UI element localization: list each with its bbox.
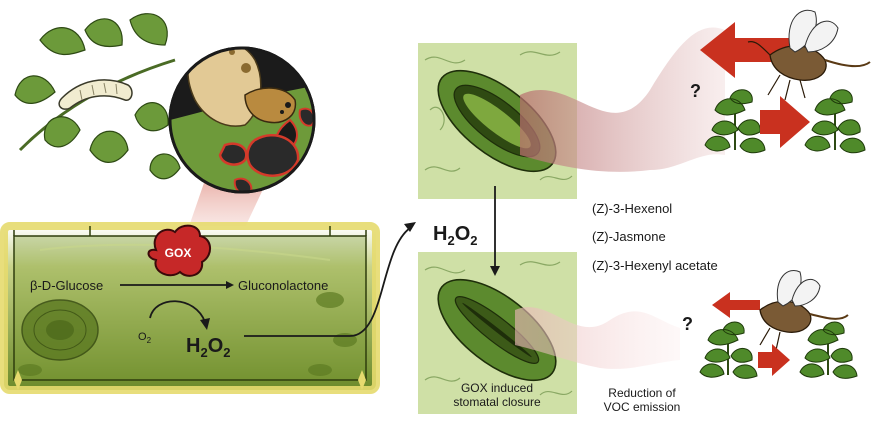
reaction-arrowhead — [226, 281, 234, 289]
question-mark-bottom: ? — [682, 314, 693, 334]
gox-enzyme-icon — [147, 224, 211, 277]
gox-label: GOX — [165, 246, 192, 260]
tomato-leaf-illustration — [14, 13, 181, 180]
bottom-left-attraction-arrow — [712, 292, 760, 318]
h2o2-transport-arrowhead — [404, 222, 416, 232]
top-left-attraction-arrow — [700, 22, 790, 78]
voc-plume-strong — [520, 27, 725, 172]
tomato-plant-bottom-left — [699, 321, 758, 379]
h2o2-center-label: H2O2 — [433, 223, 477, 248]
closure-label-line1: GOX induced — [461, 381, 533, 395]
closed-stoma-panel — [418, 252, 577, 414]
parasitoid-wasp-icon-bottom — [759, 270, 849, 351]
h2o2-transport-arrow — [244, 227, 411, 337]
voc-item-3: (Z)-3-Hexenyl acetate — [592, 258, 718, 273]
bottom-right-attraction-arrow — [758, 344, 790, 376]
top-right-attraction-arrow — [760, 96, 810, 148]
o2-label: O2 — [138, 331, 152, 345]
magnified-feeding-site — [168, 46, 316, 194]
cell-corner-star-right — [358, 370, 366, 390]
h2o2-cell-label: H2O2 — [186, 335, 230, 360]
tomato-plant-bottom-right — [799, 321, 858, 379]
parasitoid-wasp-icon-top — [747, 9, 871, 101]
closure-arrowhead — [490, 266, 500, 276]
question-mark-top: ? — [690, 81, 701, 101]
gluconolactone-label: Gluconolactone — [238, 278, 328, 293]
emission-label-line1: Reduction of — [608, 386, 676, 400]
emission-label-line2: VOC emission — [604, 400, 681, 414]
o2-curved-arrow — [149, 300, 206, 323]
caterpillar-icon — [58, 79, 133, 110]
voc-item-1: (Z)-3-Hexenol — [592, 201, 672, 216]
voc-plume-weak — [515, 307, 680, 369]
closure-label-line2: stomatal closure — [453, 395, 541, 409]
tomato-plant-top-right — [804, 89, 866, 154]
o2-curved-arrowhead — [200, 318, 210, 330]
glucose-label: β-D-Glucose — [30, 278, 103, 293]
cell-corner-star-left — [14, 370, 22, 390]
voc-item-2: (Z)-Jasmone — [592, 229, 666, 244]
